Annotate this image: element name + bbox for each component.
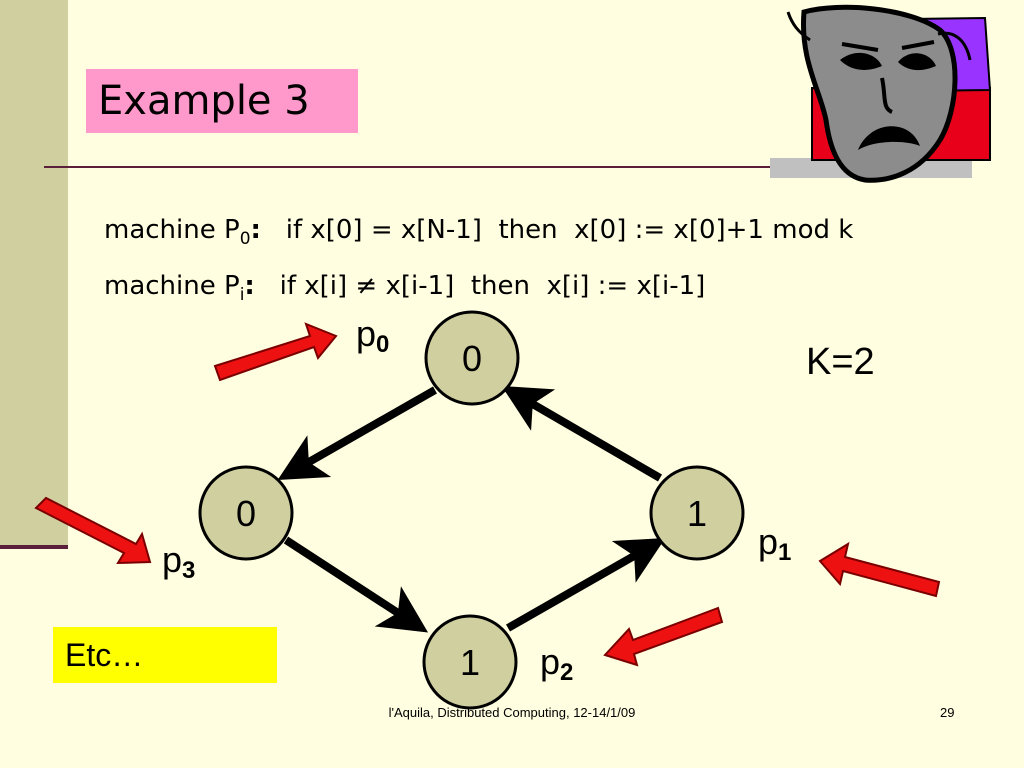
process-index: 1 (778, 539, 792, 566)
node-top: 0 (424, 310, 520, 406)
sidebar-bar (0, 0, 68, 545)
machine-colon: : (250, 215, 261, 245)
etc-label: Etc… (65, 637, 144, 673)
process-letter: p (356, 313, 377, 354)
machine-colon: : (244, 271, 255, 301)
node-bottom: 1 (422, 614, 518, 710)
process-letter: p (758, 521, 779, 562)
code-line-pi: machine Pi: if x[i] ≠ x[i-1] then x[i] :… (104, 270, 705, 311)
etc-box: Etc… (53, 627, 277, 683)
code-statement: if x[i] ≠ x[i-1] then x[i] := x[i-1] (254, 271, 706, 301)
process-index: 2 (560, 659, 574, 686)
node-right: 1 (649, 465, 745, 561)
code-statement: if x[0] = x[N-1] then x[0] := x[0]+1 mod… (260, 215, 854, 245)
node-value: 0 (462, 338, 482, 379)
node-value: 1 (460, 642, 480, 683)
machine-prefix: machine P (104, 215, 240, 245)
process-label-p1: p1 (758, 522, 791, 573)
process-letter: p (540, 641, 561, 682)
edge-bottom-to-right (506, 538, 666, 632)
process-label-p0: p0 (356, 314, 389, 365)
edge-right-to-top (501, 385, 663, 482)
machine-prefix: machine P (104, 271, 240, 301)
theater-mask-icon (770, 4, 992, 183)
sidebar-rule (0, 545, 68, 549)
process-letter: p (162, 539, 183, 580)
node-value: 1 (687, 493, 707, 534)
code-line-p0: machine P0: if x[0] = x[N-1] then x[0] :… (104, 214, 853, 255)
process-index: 0 (376, 331, 390, 358)
pointer-arrow-p1 (818, 541, 941, 598)
node-value: 0 (236, 493, 256, 534)
pointer-arrow-p0 (213, 322, 338, 382)
slide-title: Example 3 (98, 78, 310, 124)
edge-left-to-bottom (283, 536, 429, 633)
page-number: 29 (940, 705, 955, 720)
k-value-label: K=2 (806, 341, 875, 383)
edge-top-to-left (277, 386, 437, 480)
title-rule (44, 166, 870, 168)
process-label-p2: p2 (540, 642, 573, 693)
machine-subscript: 0 (239, 229, 251, 250)
slide-footer: l'Aquila, Distributed Computing, 12-14/1… (388, 705, 636, 720)
pointer-arrow-p3 (34, 496, 152, 565)
pointer-arrow-p2 (603, 606, 724, 667)
process-label-p3: p3 (162, 540, 195, 591)
machine-subscript: i (239, 285, 245, 306)
title-box: Example 3 (86, 69, 358, 133)
process-index: 3 (182, 557, 196, 584)
node-left: 0 (198, 465, 294, 561)
